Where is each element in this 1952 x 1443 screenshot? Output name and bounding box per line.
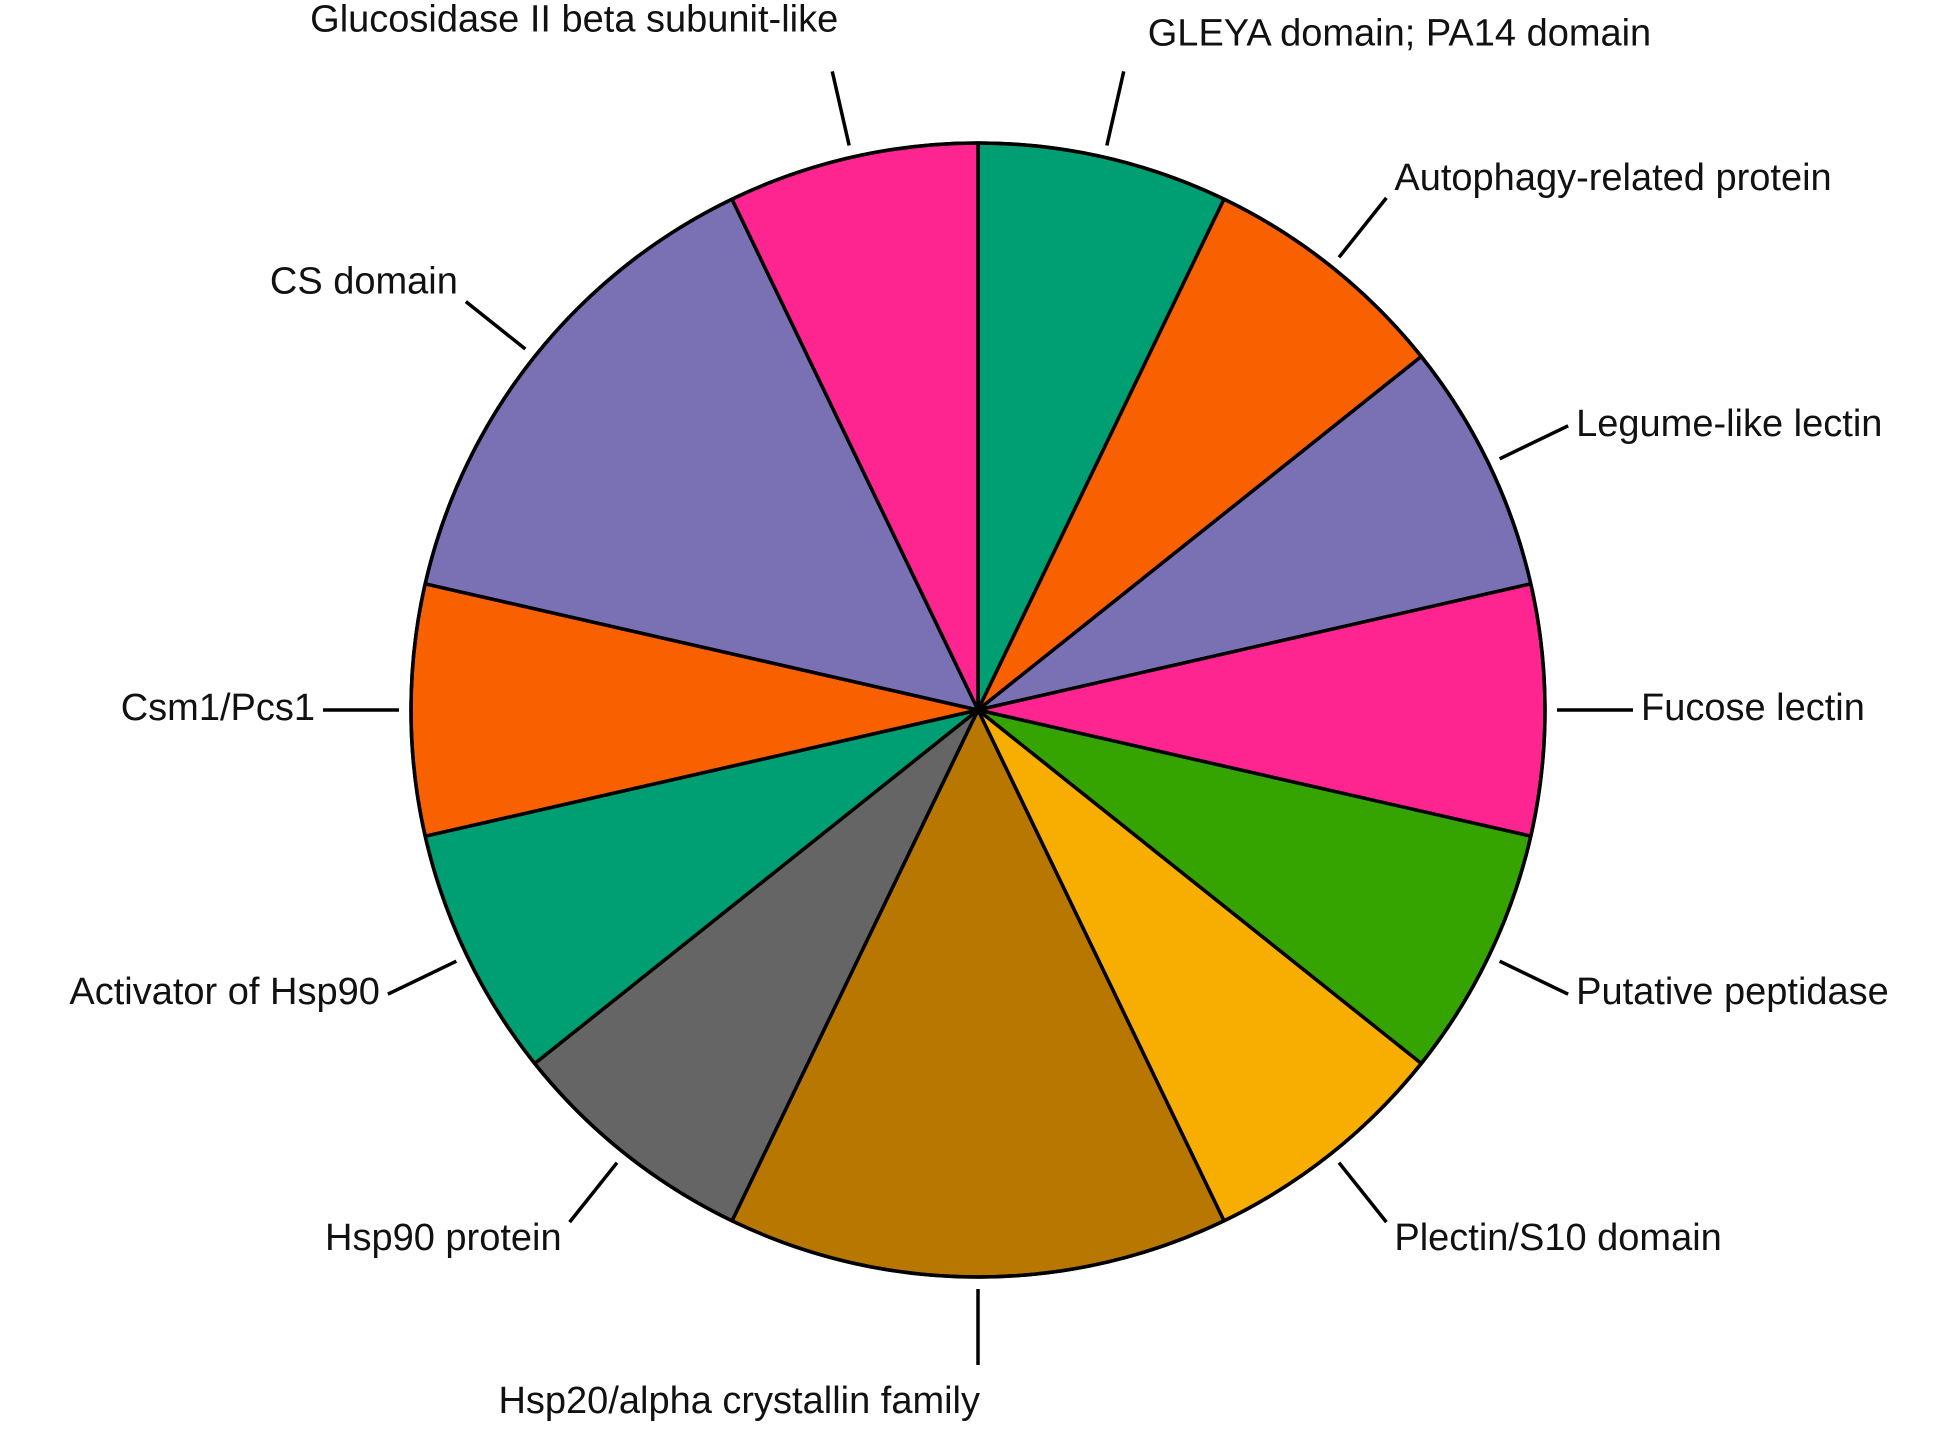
label-csm1-pcs1: Csm1/Pcs1 [121, 687, 315, 729]
leader-activator-of-hsp90 [387, 959, 458, 996]
label-legume-like-lectin: Legume-like lectin [1576, 403, 1882, 445]
leader-legume-like-lectin [1498, 424, 1569, 461]
label-plectin-s10-domain: Plectin/S10 domain [1394, 1217, 1721, 1259]
leader-plectin-s10-domain [1337, 1161, 1388, 1224]
leader-autophagy-related-protein [1337, 196, 1388, 259]
leader-gleya-domain-pa14-domain [1105, 71, 1126, 146]
label-autophagy-related-protein: Autophagy-related protein [1394, 157, 1831, 199]
label-glucosidase-ii-beta-subunit-like: Glucosidase II beta subunit-like [310, 0, 838, 40]
leader-hsp90-protein [568, 1161, 619, 1224]
label-cs-domain: CS domain [270, 261, 458, 303]
leader-cs-domain [464, 300, 527, 351]
label-fucose-lectin: Fucose lectin [1641, 687, 1865, 729]
leader-lines [323, 71, 1633, 1365]
leader-putative-peptidase [1498, 959, 1569, 996]
pie-slices [409, 141, 1547, 1279]
label-hsp90-protein: Hsp90 protein [325, 1217, 562, 1259]
leader-glucosidase-ii-beta-subunit-like [830, 71, 851, 146]
label-activator-of-hsp90: Activator of Hsp90 [69, 971, 379, 1013]
pie-outline [409, 141, 1547, 1279]
label-gleya-domain-pa14-domain: GLEYA domain; PA14 domain [1148, 12, 1651, 54]
label-putative-peptidase: Putative peptidase [1576, 971, 1889, 1013]
slice-labels: GLEYA domain; PA14 domainAutophagy-relat… [69, 0, 1888, 1422]
label-hsp20-alpha-crystallin-family: Hsp20/alpha crystallin family [498, 1380, 980, 1422]
